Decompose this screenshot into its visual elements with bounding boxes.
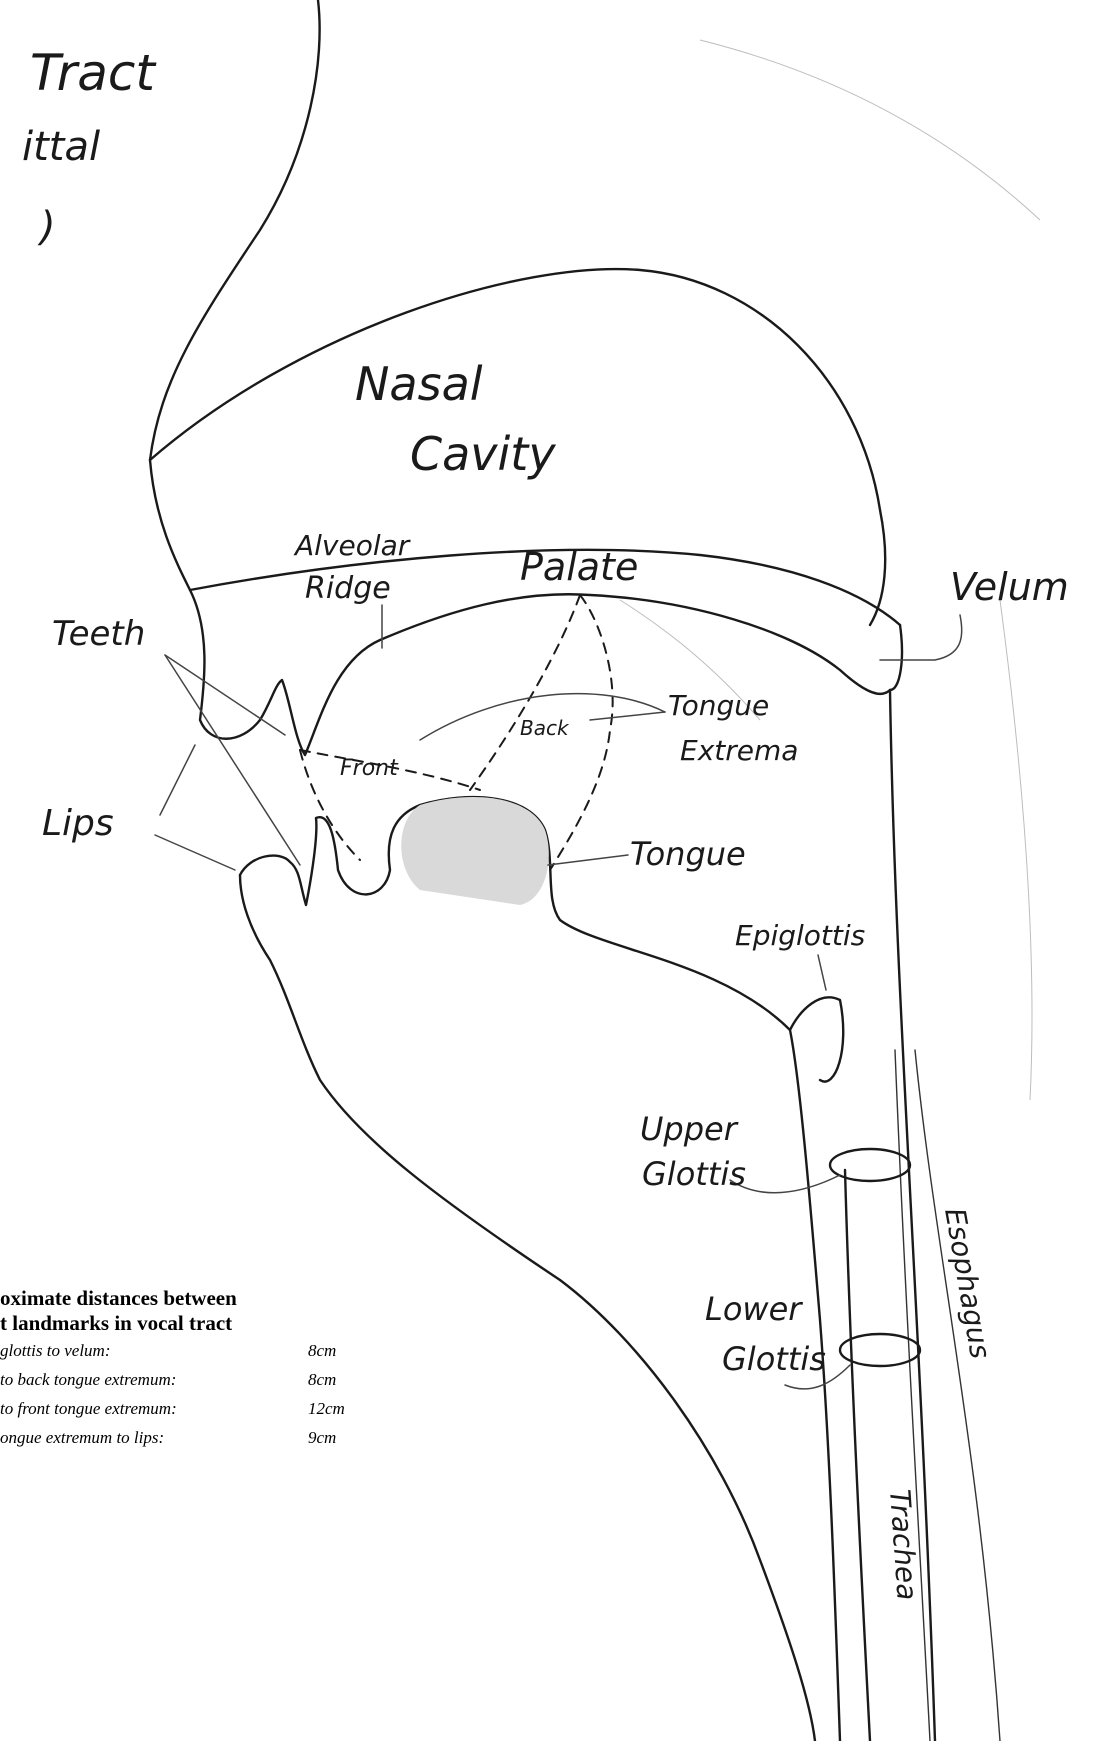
epiglottis-arrow <box>818 955 826 990</box>
legend-heading: t landmarks in vocal tract <box>0 1311 400 1336</box>
distances-legend: oximate distances between t landmarks in… <box>0 1286 400 1452</box>
trachea-wall <box>845 1170 870 1741</box>
face-profile <box>150 0 320 460</box>
faint-line <box>700 40 1040 220</box>
upper-glottis-label: Upper <box>640 1110 739 1148</box>
faint-line <box>1000 600 1032 1100</box>
palate-label: Palate <box>520 545 638 589</box>
tongue-arrow <box>548 855 628 865</box>
tongue-shading <box>401 797 549 905</box>
nasal-cavity-label: Cavity <box>410 427 556 481</box>
lips-label: Lips <box>42 803 114 844</box>
palate-to-front-dashed-line <box>470 595 580 790</box>
tongue-extrema-arrow <box>590 712 665 720</box>
upper-glottis-label: Glottis <box>642 1155 746 1193</box>
tongue-extrema-label: Extrema <box>680 734 798 767</box>
tongue-extrema-label: Tongue <box>668 689 769 722</box>
velum-arrow <box>880 615 962 660</box>
title-fragment: ittal <box>22 124 100 170</box>
legend-row-label: to back tongue extremum: <box>0 1370 176 1389</box>
lips-arrow <box>160 745 195 815</box>
legend-row: to front tongue extremum: 12cm <box>0 1394 400 1423</box>
upper-glottis-ring <box>830 1149 910 1181</box>
legend-row-label: to front tongue extremum: <box>0 1399 177 1418</box>
legend-row-label: ongue extremum to lips: <box>0 1428 164 1447</box>
legend-heading: oximate distances between <box>0 1286 400 1311</box>
trachea-label: Trachea <box>883 1488 924 1601</box>
esophagus-wall <box>915 1050 1000 1741</box>
nasal-cavity-label: Nasal <box>355 357 483 411</box>
legend-row: to back tongue extremum: 8cm <box>0 1365 400 1394</box>
upper-glottis-arrow <box>730 1175 840 1193</box>
front-label: Front <box>340 756 399 781</box>
teeth-arrow <box>165 655 300 865</box>
epiglottis-label: Epiglottis <box>735 919 865 952</box>
legend-row-value: 8cm <box>308 1336 336 1365</box>
velum-label: Velum <box>950 565 1069 609</box>
lips-arrow <box>155 835 235 870</box>
upper-lip-outline <box>150 460 890 755</box>
esophagus-label: Esophagus <box>938 1205 997 1361</box>
legend-row-label: glottis to velum: <box>0 1341 110 1360</box>
legend-row-value: 8cm <box>308 1365 336 1394</box>
legend-row-value: 12cm <box>308 1394 345 1423</box>
title-fragment: Tract <box>30 44 157 102</box>
teeth-arrow <box>165 655 285 735</box>
lower-glottis-label: Lower <box>705 1290 803 1328</box>
alveolar-label: Alveolar <box>293 529 411 562</box>
legend-row: ongue extremum to lips: 9cm <box>0 1423 400 1452</box>
teeth-label: Teeth <box>52 614 145 654</box>
epiglottis-shape <box>790 997 843 1081</box>
back-label: Back <box>520 716 570 740</box>
alveolar-label: Ridge <box>305 571 391 606</box>
legend-row-value: 9cm <box>308 1423 336 1452</box>
title-fragment: ) <box>37 204 56 250</box>
tongue-label: Tongue <box>630 835 746 873</box>
legend-row: glottis to velum: 8cm <box>0 1336 400 1365</box>
lower-glottis-label: Glottis <box>722 1340 826 1378</box>
